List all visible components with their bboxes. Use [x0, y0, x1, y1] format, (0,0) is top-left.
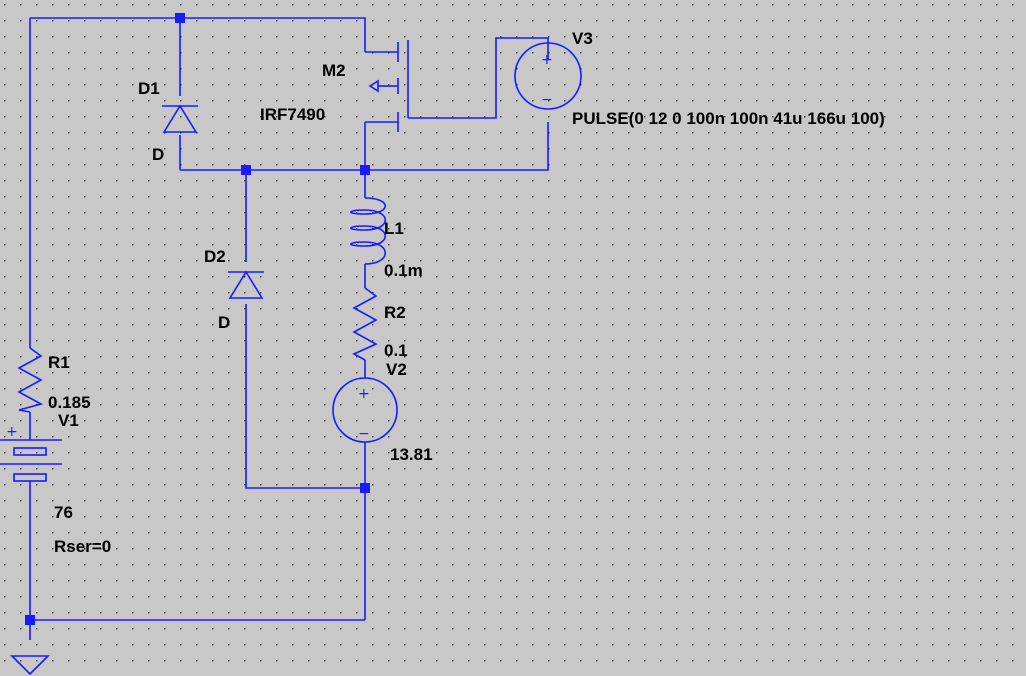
v2-ref: V2: [386, 360, 407, 379]
r1-ref: R1: [48, 353, 70, 372]
diode-d1-symbol[interactable]: [162, 104, 198, 133]
wires: [29, 17, 549, 640]
d2-model: D: [218, 313, 230, 332]
inductor-l1-symbol[interactable]: [349, 197, 386, 265]
m2-ref: M2: [322, 61, 346, 80]
wire-d2: [245, 170, 365, 489]
v2-minus-sign: −: [358, 426, 370, 442]
wire-top-rail: [30, 17, 366, 52]
junction-top: [175, 13, 185, 23]
wire-switch-node: [180, 122, 549, 171]
junction-d2-v2: [360, 483, 370, 493]
voltage-source-v2-symbol[interactable]: + −: [332, 377, 398, 443]
mosfet-m2-symbol[interactable]: [365, 40, 409, 132]
d2-ref: D2: [204, 247, 226, 266]
d1-model: D: [152, 145, 164, 164]
junctions: [25, 13, 370, 625]
v1-value: 76: [54, 503, 73, 522]
v1-ref: V1: [58, 411, 79, 430]
v2-plus-sign: +: [358, 386, 370, 402]
v3-minus-sign: −: [541, 92, 553, 108]
v3-value: PULSE(0 12 0 100n 100n 41u 166u 100): [572, 109, 885, 128]
v2-value: 13.81: [390, 445, 433, 464]
diode-d2-symbol[interactable]: [228, 270, 264, 299]
ground-symbol[interactable]: [10, 655, 50, 676]
l1-value: 0.1m: [384, 261, 423, 280]
voltage-source-v3-symbol[interactable]: + −: [514, 42, 582, 110]
v1-plus-sign: +: [6, 424, 18, 440]
wire-bottom-rail: [29, 488, 365, 640]
wire-gate-drive: [408, 37, 549, 119]
v3-plus-sign: +: [541, 52, 553, 68]
r2-ref: R2: [384, 303, 406, 322]
battery-v1-symbol[interactable]: +: [0, 424, 62, 488]
l1-ref: L1: [384, 219, 404, 238]
m2-model: IRF7490: [260, 105, 325, 124]
r1-value: 0.185: [48, 393, 91, 412]
r2-value: 0.1: [384, 341, 408, 360]
v3-ref: V3: [572, 29, 593, 48]
resistor-r2-symbol[interactable]: [352, 287, 378, 361]
junction-switch-node: [360, 165, 370, 175]
v1-param: Rser=0: [54, 537, 111, 556]
junction-d2-node: [241, 165, 251, 175]
d1-ref: D1: [138, 79, 160, 98]
junction-ground: [25, 615, 35, 625]
resistor-r1-symbol[interactable]: [17, 347, 44, 413]
